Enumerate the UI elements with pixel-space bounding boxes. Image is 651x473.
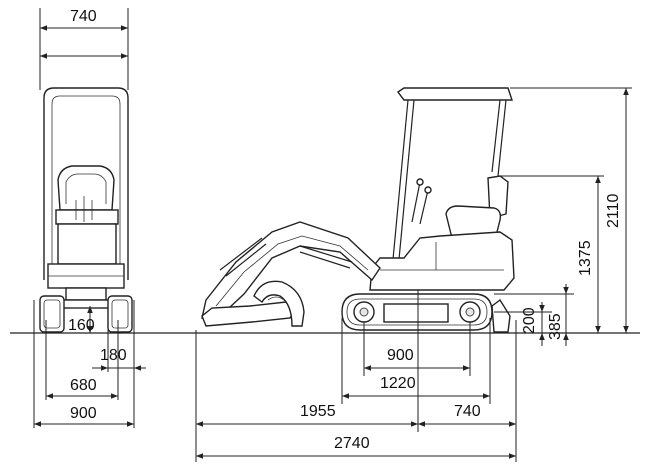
side-view-machine: [201, 87, 515, 333]
dim-overall-length: 2740: [334, 435, 370, 452]
front-view-machine: [39, 87, 133, 333]
dim-track-gauge: 680: [70, 377, 97, 394]
dim-track-height: 385: [547, 313, 564, 340]
dim-top-width: 740: [70, 8, 97, 25]
dim-overall-height: 2110: [605, 193, 622, 228]
dim-track-length: 1220: [380, 375, 416, 392]
dim-overall-width: 900: [70, 405, 97, 422]
dim-rear-length: 740: [454, 403, 481, 420]
front-view-dimensions: 740 160 180 680 900: [33, 8, 146, 428]
dim-tumbler-distance: 900: [387, 347, 414, 364]
side-view-dimensions: 2110 1375 385 200 900 1220 1955: [195, 87, 632, 462]
dim-ground-clearance: 160: [68, 317, 95, 334]
dim-track-center-height: 200: [521, 307, 538, 334]
dim-seat-height: 1375: [577, 240, 594, 276]
dim-front-reach: 1955: [300, 403, 336, 420]
dim-track-shoe-width: 180: [100, 347, 127, 364]
